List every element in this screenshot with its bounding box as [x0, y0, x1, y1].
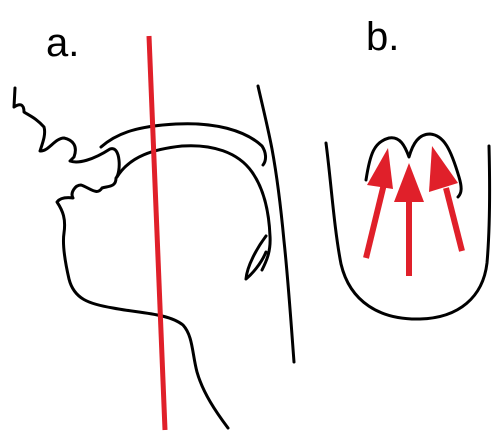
epiglottis-contour [246, 236, 266, 279]
head-profile-outline [14, 88, 228, 428]
center-arrow-head [394, 163, 424, 202]
panel-b-label: b. [366, 15, 399, 59]
tongue-contour [117, 146, 270, 270]
right-arrow-head [429, 146, 458, 192]
panel-a: a. [14, 21, 294, 430]
panel-b: b. [326, 15, 490, 319]
pharyngeal-wall [258, 86, 294, 362]
left-arrow-shaft [366, 184, 384, 258]
section-line [149, 36, 165, 430]
panel-a-label: a. [46, 21, 79, 65]
